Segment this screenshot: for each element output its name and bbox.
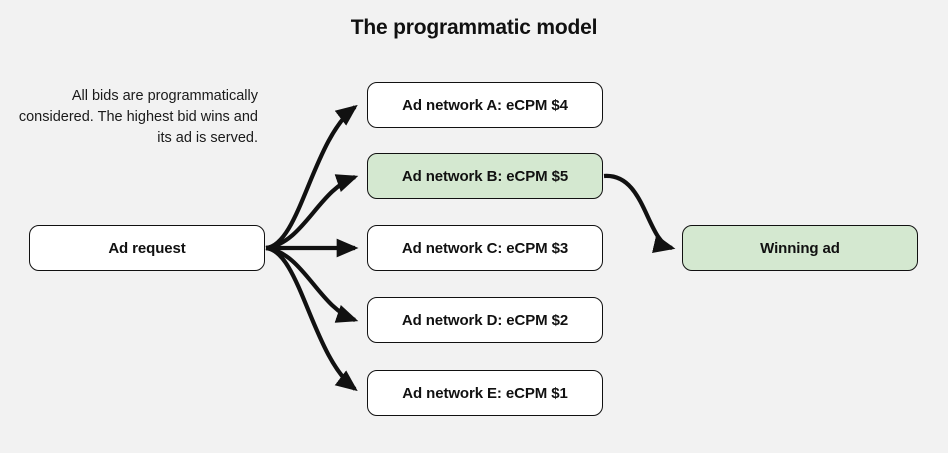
node-ad-network-a[interactable]: Ad network A: eCPM $4	[367, 82, 603, 128]
node-ad-network-e-label: Ad network E: eCPM $1	[402, 384, 568, 402]
node-ad-network-b[interactable]: Ad network B: eCPM $5	[367, 153, 603, 199]
node-ad-network-d[interactable]: Ad network D: eCPM $2	[367, 297, 603, 343]
edge-ad-request-to-network-e	[265, 245, 358, 392]
node-winning-ad[interactable]: Winning ad	[682, 225, 918, 271]
page-title: The programmatic model	[350, 16, 598, 39]
node-ad-network-c[interactable]: Ad network C: eCPM $3	[367, 225, 603, 271]
edge-ad-request-to-network-b	[265, 174, 359, 251]
node-ad-network-e[interactable]: Ad network E: eCPM $1	[367, 370, 603, 416]
node-ad-request[interactable]: Ad request	[29, 225, 265, 271]
node-ad-network-d-label: Ad network D: eCPM $2	[401, 311, 569, 329]
node-ad-network-b-label: Ad network B: eCPM $5	[401, 167, 569, 185]
edge-ad-request-to-network-a	[265, 104, 358, 251]
node-ad-request-label: Ad request	[108, 239, 186, 257]
node-winning-ad-label: Winning ad	[760, 239, 840, 257]
edge-ad-request-to-network-d	[265, 245, 359, 323]
node-ad-network-c-label: Ad network C: eCPM $3	[401, 239, 569, 257]
node-ad-network-a-label: Ad network A: eCPM $4	[402, 96, 568, 114]
edge-network-b-to-winning-ad	[603, 173, 676, 253]
caption-text: All bids are programmatically considered…	[18, 88, 258, 146]
